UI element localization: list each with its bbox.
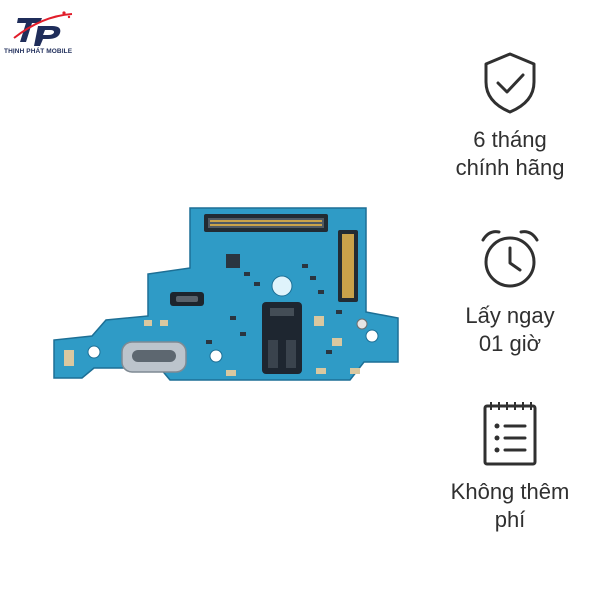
feature-warranty-label: 6 tháng chính hãng xyxy=(455,127,565,180)
feature-no-extra-fee: Không thêm phí xyxy=(420,400,600,534)
feature-fee-label: Không thêm phí xyxy=(450,479,570,532)
logo-mark-icon xyxy=(13,11,73,46)
checklist-icon xyxy=(483,402,537,466)
brand-name: THỊNH PHÁT MOBILE xyxy=(4,48,73,55)
feature-pickup-time: Lấy ngay 01 giờ xyxy=(420,226,600,358)
shield-check-icon xyxy=(484,52,536,114)
feature-pickup-label: Lấy ngay 01 giờ xyxy=(465,303,555,356)
brand-logo: THỊNH PHÁT MOBILE xyxy=(4,8,84,60)
alarm-clock-icon xyxy=(481,230,539,288)
product-image xyxy=(53,207,399,381)
features-column: 6 tháng chính hãng Lấy ngay 01 giờ Không… xyxy=(420,0,600,600)
feature-warranty: 6 tháng chính hãng xyxy=(420,50,600,182)
